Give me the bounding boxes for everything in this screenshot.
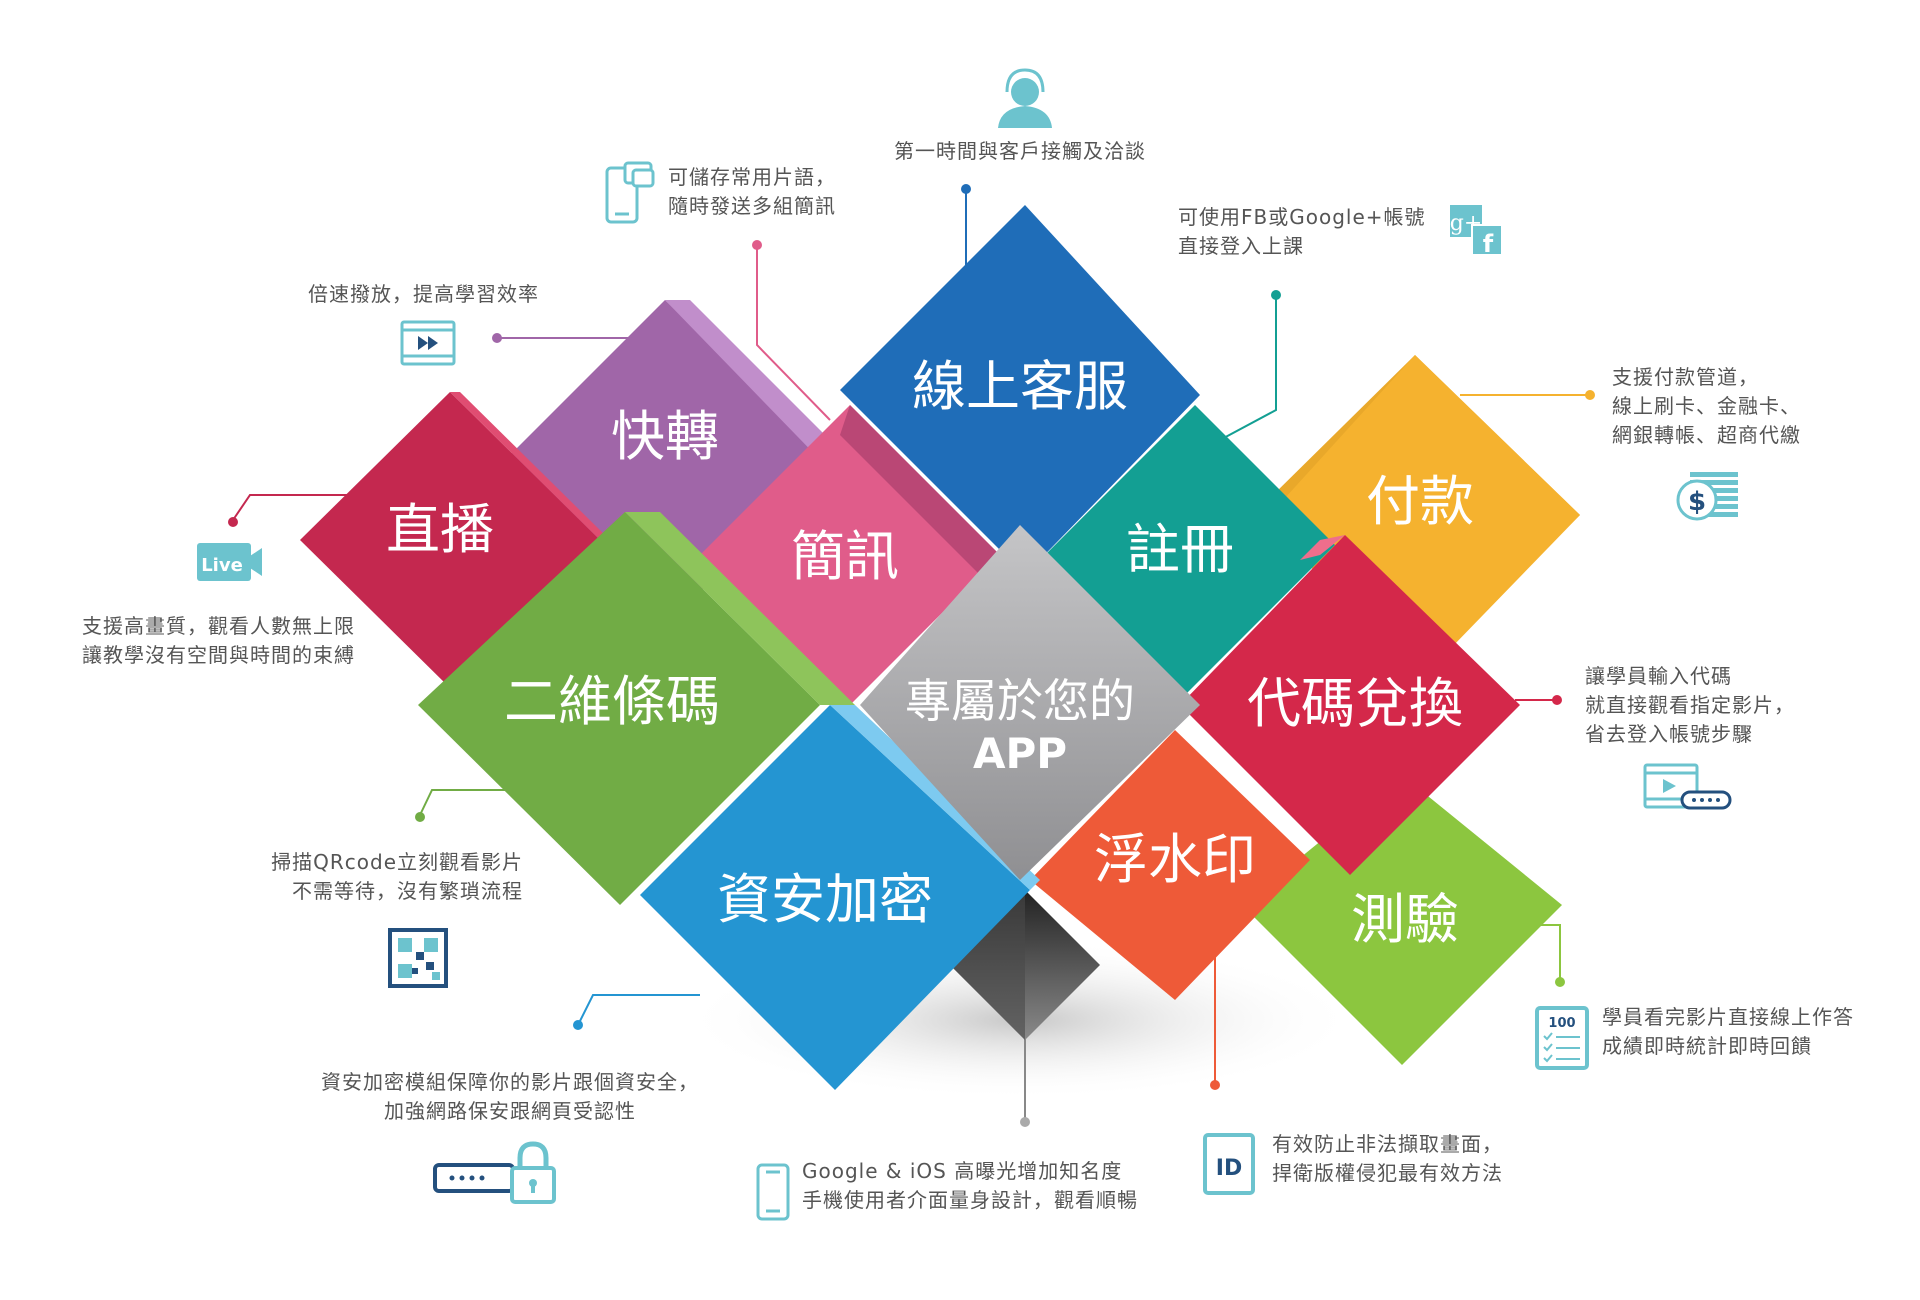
diamond-fast-forward-side (665, 300, 845, 470)
live-camera-icon: Live (197, 543, 262, 581)
note-qrcode: 掃描QRcode立刻觀看影片 不需等待，沒有繁瑣流程 (271, 850, 523, 903)
diamond-qrcode (418, 512, 820, 905)
svg-text:Live: Live (201, 555, 243, 576)
label-payment: 付款 (1366, 470, 1474, 533)
diamond-labels: 直播 快轉 簡訊 線上客服 註冊 付款 二維條碼 代碼兌換 資安加密 浮水印 測… (386, 355, 1474, 951)
diamond-quiz (1242, 775, 1562, 1065)
label-watermark: 浮水印 (1094, 828, 1256, 891)
google-facebook-icon: g+ f (1450, 205, 1503, 258)
video-code-input-icon (1643, 763, 1732, 810)
label-fast-forward: 快轉 (611, 405, 719, 468)
note-mobile: Google & iOS 高曝光增加知名度 手機使用者介面量身設計，觀看順暢 (802, 1159, 1138, 1212)
note-livestream: 支援高畫質，觀看人數無上限 讓教學沒有空間與時間的束縛 (82, 614, 355, 667)
diamond-livestream-side (450, 392, 610, 540)
note-customer-service: 第一時間與客戶接觸及洽談 (894, 139, 1146, 163)
label-register: 註冊 (1126, 518, 1234, 581)
diamond-customer-service (840, 205, 1200, 575)
diamond-sms-shade (840, 405, 1000, 575)
diamond-redeem-code (1180, 535, 1520, 875)
svg-text:100: 100 (1548, 1016, 1575, 1031)
label-redeem-code: 代碼兌換 (1247, 672, 1463, 735)
center-title-line2: APP (973, 729, 1067, 778)
quiz-checklist-icon: 100 (1535, 1006, 1589, 1070)
smartphone-icon (756, 1163, 790, 1221)
label-encryption: 資安加密 (717, 868, 933, 931)
center-title-line1: 專屬於您的 (905, 674, 1135, 728)
note-encryption: 資安加密模組保障你的影片跟個資安全， 加強網路保安跟網頁受認性 (321, 1070, 699, 1123)
center-app-diamond (860, 525, 1200, 880)
label-qrcode: 二維條碼 (504, 670, 720, 733)
svg-text:f: f (1483, 230, 1494, 258)
note-payment: 支援付款管道， 線上刷卡、金融卡、 網銀轉帳、超商代繳 (1612, 365, 1801, 447)
feature-diamonds (300, 205, 1580, 1090)
id-document-icon: ID (1203, 1133, 1255, 1195)
password-lock-icon (433, 1141, 556, 1204)
diamond-redeem-code-side (1300, 535, 1345, 560)
fast-forward-video-icon (400, 320, 456, 366)
svg-text:$: $ (1688, 487, 1706, 517)
diamond-encryption (640, 705, 1030, 1090)
note-watermark: 有效防止非法擷取畫面， 捍衛版權侵犯最有效方法 (1272, 1132, 1503, 1185)
qr-code-icon (388, 928, 448, 988)
svg-text:ID: ID (1216, 1156, 1242, 1181)
note-sms: 可儲存常用片語， 隨時發送多組簡訊 (668, 165, 836, 218)
coins-dollar-icon: $ (1676, 472, 1738, 521)
connector-dots (228, 184, 1595, 1127)
diamond-watermark (1030, 730, 1310, 1000)
label-customer-service: 線上客服 (912, 355, 1128, 418)
label-livestream: 直播 (386, 498, 494, 561)
label-sms: 簡訊 (791, 525, 899, 588)
headset-agent-icon (998, 68, 1052, 128)
note-quiz: 學員看完影片直接線上作答 成績即時統計即時回饋 (1602, 1005, 1854, 1058)
note-fast-forward: 倍速撥放，提高學習效率 (308, 282, 539, 306)
diamond-qrcode-side (625, 512, 855, 705)
note-redeem-code: 讓學員輸入代碼 就直接觀看指定影片， 省去登入帳號步驟 (1585, 664, 1795, 746)
phone-chat-icon (605, 161, 655, 224)
note-register: 可使用FB或Google+帳號 直接登入上課 (1178, 205, 1426, 258)
label-quiz: 測驗 (1351, 888, 1459, 951)
